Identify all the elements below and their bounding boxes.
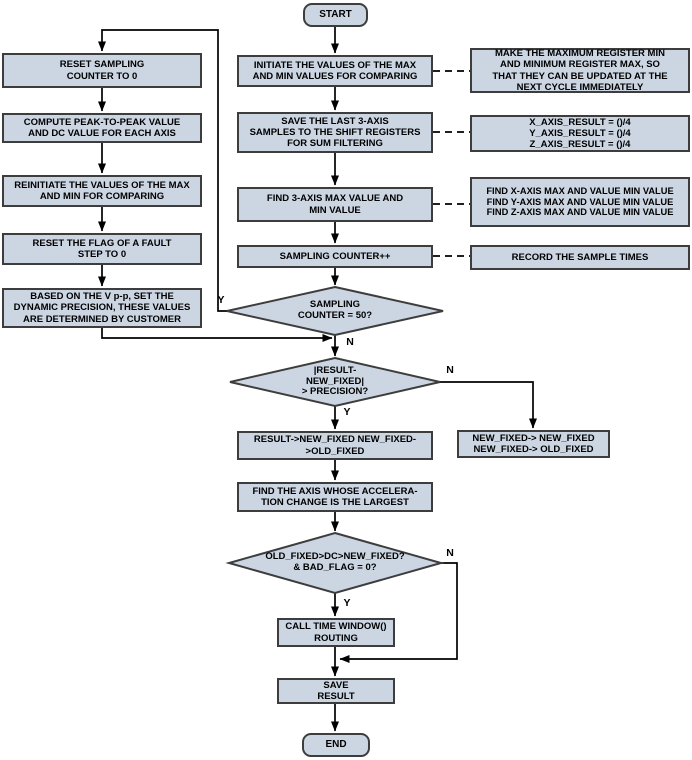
decision-precision-shape bbox=[229, 356, 441, 408]
process-find-axis-largest-change: FIND THE AXIS WHOSE ACCELERA- TION CHANG… bbox=[237, 482, 433, 512]
note-axis-result-formulas: X_AXIS_RESULT = ()/4 Y_AXIS_RESULT = ()/… bbox=[470, 115, 690, 152]
branch-label-d1-no: N bbox=[346, 336, 354, 348]
process-set-dynamic-precision: BASED ON THE V p-p, SET THE DYNAMIC PREC… bbox=[2, 288, 202, 328]
process-reset-fault-flag: RESET THE FLAG OF A FAULT STEP TO 0 bbox=[2, 233, 202, 265]
branch-label-d3-yes: Y bbox=[343, 597, 351, 609]
connector-based-merge-main bbox=[101, 328, 333, 342]
process-reset-sampling-counter: RESET SAMPLING COUNTER TO 0 bbox=[2, 53, 202, 88]
note-find-axis-max-min: FIND X-AXIS MAX AND VALUE MIN VALUE FIND… bbox=[470, 177, 690, 227]
process-new-fixed-assign: NEW_FIXED-> NEW_FIXED NEW_FIXED-> OLD_FI… bbox=[457, 430, 610, 458]
process-save-result: SAVE RESULT bbox=[277, 678, 395, 704]
process-save-shift-registers: SAVE THE LAST 3-AXIS SAMPLES TO THE SHIF… bbox=[237, 112, 433, 153]
process-compute-peak-to-peak: COMPUTE PEAK-TO-PEAK VALUE AND DC VALUE … bbox=[2, 113, 202, 143]
connector-decision2-no-branch bbox=[440, 381, 537, 429]
branch-label-d3-no: N bbox=[446, 547, 454, 559]
process-initiate-max-min: INITIATE THE VALUES OF THE MAX AND MIN V… bbox=[237, 55, 433, 87]
decision-fixed-range-shape bbox=[225, 531, 445, 595]
end-node: END bbox=[302, 733, 370, 757]
process-sampling-counter-increment: SAMPLING COUNTER++ bbox=[237, 245, 433, 268]
start-node: START bbox=[303, 3, 368, 27]
process-reinitiate-max-min: REINITIATE THE VALUES OF THE MAX AND MIN… bbox=[2, 175, 202, 207]
decision-sampling-counter-shape bbox=[226, 285, 444, 337]
note-record-sample-times: RECORD THE SAMPLE TIMES bbox=[470, 245, 690, 270]
branch-label-d1-yes: Y bbox=[217, 294, 225, 306]
process-result-to-new-fixed: RESULT->NEW_FIXED NEW_FIXED- >OLD_FIXED bbox=[237, 431, 433, 460]
process-call-time-window: CALL TIME WINDOW() ROUTING bbox=[277, 618, 395, 647]
branch-label-d2-yes: Y bbox=[343, 406, 351, 418]
connector-decision3-no-bypass bbox=[339, 562, 458, 663]
connector-decision1-yes-feedback bbox=[98, 29, 227, 312]
branch-label-d2-no: N bbox=[446, 364, 454, 376]
process-find-max-min: FIND 3-AXIS MAX VALUE AND MIN VALUE bbox=[237, 187, 433, 222]
note-make-max-register-min: MAKE THE MAXIMUM REGISTER MIN AND MINIMU… bbox=[470, 48, 690, 93]
